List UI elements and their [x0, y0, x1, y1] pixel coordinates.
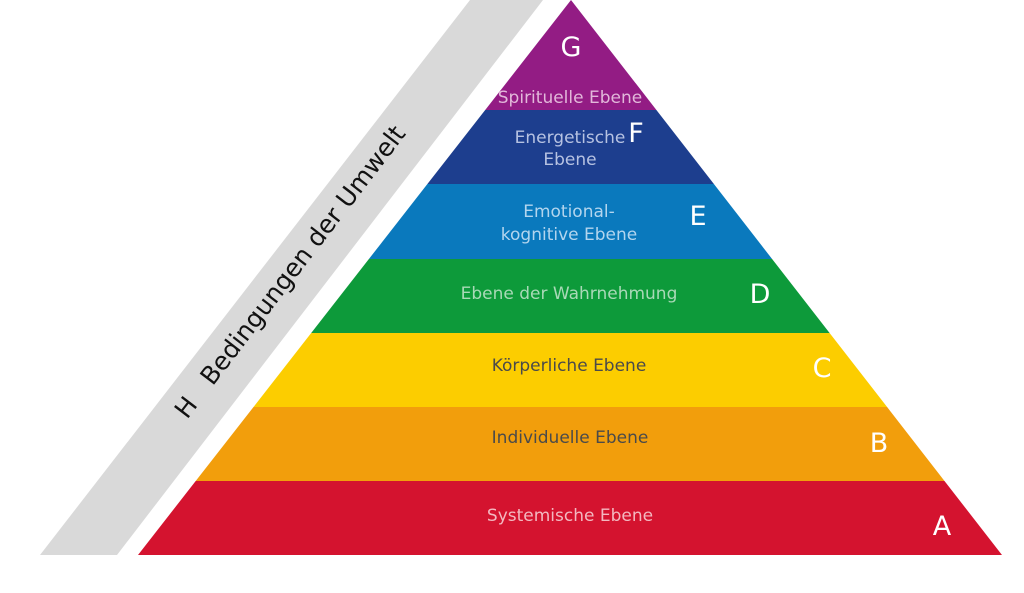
level-name: Individuelle Ebene	[492, 428, 649, 448]
level-name: Körperliche Ebene	[492, 356, 647, 376]
level-letter: C	[813, 353, 832, 384]
level-letter: E	[689, 201, 706, 232]
level-g: Spirituelle Ebene G	[485, 0, 657, 110]
level-name-line: Spirituelle Ebene	[498, 88, 642, 108]
level-b: Individuelle Ebene B	[195, 407, 945, 481]
level-name: Emotional-kognitive Ebene	[501, 202, 637, 245]
level-name-line: Körperliche Ebene	[492, 356, 647, 376]
level-name-line: Systemische Ebene	[487, 506, 653, 526]
level-band	[195, 407, 945, 481]
level-letter: A	[933, 511, 952, 542]
level-name-line: Emotional-	[523, 202, 615, 222]
level-name: Systemische Ebene	[487, 506, 653, 526]
level-letter: B	[870, 428, 889, 459]
environment-band	[40, 0, 543, 555]
level-d: Ebene der Wahrnehmung D	[311, 259, 830, 333]
pyramid-levels: Systemische Ebene A Individuelle Ebene B Kör…	[138, 0, 1002, 555]
level-name-line: Individuelle Ebene	[492, 428, 649, 448]
level-c: Körperliche Ebene C	[253, 333, 888, 407]
level-a: Systemische Ebene A	[138, 481, 1002, 555]
level-band	[138, 481, 1002, 555]
level-band	[253, 333, 888, 407]
level-band	[311, 259, 830, 333]
level-letter: F	[628, 118, 644, 149]
level-e: Emotional-kognitive Ebene E	[368, 184, 773, 259]
level-band	[368, 184, 773, 259]
level-name: Ebene der Wahrnehmung	[461, 284, 678, 304]
level-band	[485, 0, 657, 110]
level-name: Spirituelle Ebene	[498, 88, 642, 108]
level-name-line: Ebene der Wahrnehmung	[461, 284, 678, 304]
level-letter: D	[750, 279, 771, 310]
level-name-line: Energetische	[515, 128, 626, 148]
level-name-line: Ebene	[543, 150, 596, 170]
level-band	[427, 110, 714, 184]
level-letter: G	[561, 32, 582, 63]
level-name-line: kognitive Ebene	[501, 225, 637, 245]
